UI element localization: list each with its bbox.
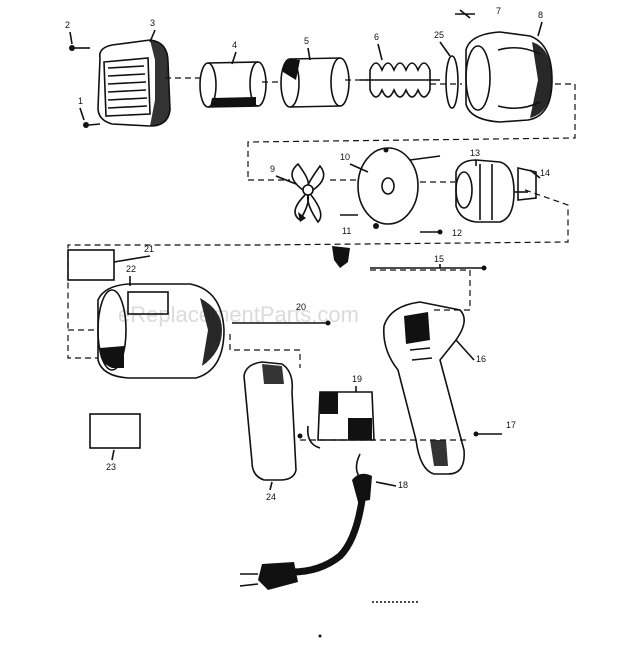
callout-9: 9: [270, 164, 275, 174]
callout-14: 14: [540, 168, 550, 178]
callout-6: 6: [374, 32, 379, 42]
leader-lines: [69, 21, 543, 491]
callout-numbers: 1 2 3 4 5 6 7 8 9 10 11 12 13 14 15 16 1…: [65, 6, 550, 502]
part-16-handle: [382, 301, 465, 475]
callout-16: 16: [476, 354, 486, 364]
part-21-label-plate: [67, 249, 115, 281]
callout-15: 15: [434, 254, 444, 264]
misc-marks: [318, 601, 420, 638]
part-13-armature: [455, 159, 528, 223]
part-6-coil-spring: [360, 62, 440, 98]
callout-23: 23: [106, 462, 116, 472]
part-9-fan: [291, 162, 325, 224]
callout-19: 19: [352, 374, 362, 384]
part-25-ring: [445, 55, 459, 109]
part-1-screw: [83, 122, 101, 128]
part-3-end-cap: [97, 39, 171, 127]
callout-21: 21: [144, 244, 154, 254]
part-2-screw: [69, 45, 90, 51]
part-23-label-plate: [89, 413, 141, 449]
callout-8: 8: [538, 10, 543, 20]
part-15-rod: [370, 265, 487, 271]
part-fragment: [332, 246, 350, 268]
part-10-baffle: [357, 147, 441, 229]
callout-4: 4: [232, 40, 237, 50]
callout-17: 17: [506, 420, 516, 430]
part-18-cord-and-plug: [239, 453, 372, 590]
callout-1: 1: [78, 96, 83, 106]
callout-2: 2: [65, 20, 70, 30]
callout-13: 13: [470, 148, 480, 158]
callout-3: 3: [150, 18, 155, 28]
part-24-handle-half: [243, 361, 303, 481]
callout-11: 11: [342, 226, 351, 236]
part-5-cylinder: [280, 57, 350, 108]
callout-12: 12: [452, 228, 462, 238]
callout-18: 18: [398, 480, 408, 490]
part-19-switch: [306, 391, 375, 449]
callout-22: 22: [126, 264, 136, 274]
callout-5: 5: [304, 36, 309, 46]
callout-7: 7: [496, 6, 501, 16]
part-4-cylinder: [199, 61, 267, 108]
part-8-field-housing: [455, 9, 553, 123]
callout-10: 10: [340, 152, 350, 162]
part-12-screw: [420, 229, 443, 235]
part-20-screw: [232, 320, 331, 326]
assembly-dashed-lines: [67, 77, 576, 441]
callout-20: 20: [296, 302, 306, 312]
part-22-motor-housing: [97, 283, 225, 379]
part-17-screw: [473, 431, 502, 437]
callout-25: 25: [434, 30, 444, 40]
callout-24: 24: [266, 492, 276, 502]
